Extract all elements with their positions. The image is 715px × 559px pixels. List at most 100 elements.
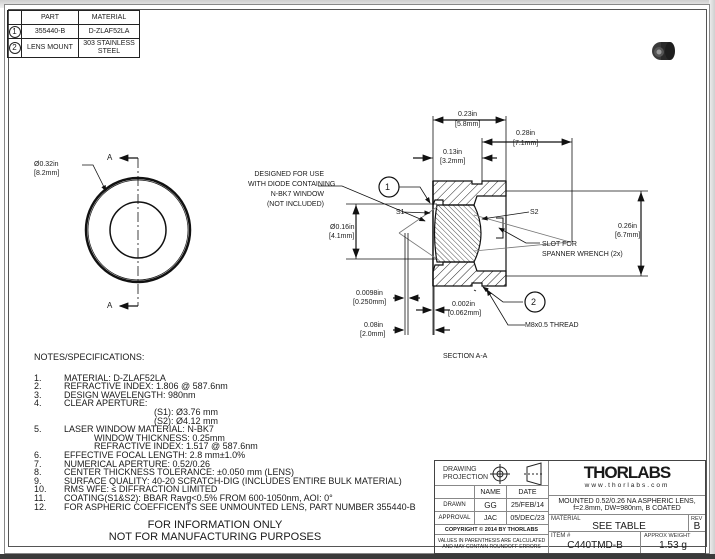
dim-height-in: 0.26in xyxy=(618,223,638,230)
note-number: 6. xyxy=(34,449,42,460)
dim-overall-length-in: 0.23in xyxy=(458,111,478,118)
note-item: REFRACTIVE INDEX: 1.517 @ 587.6nm xyxy=(34,442,416,451)
dim-overall-length-mm: [5.8mm] xyxy=(455,121,481,128)
note-text: (S1): Ø3.76 mm xyxy=(154,406,219,417)
section-mark-top: A xyxy=(107,153,113,162)
note-text: REFRACTIVE INDEX: 1.806 @ 587.6nm xyxy=(64,381,228,392)
balloon-2-label: 2 xyxy=(531,297,537,307)
note-text: COATING(S1&S2): BBAR Ravg<0.5% FROM 600-… xyxy=(64,492,333,503)
note-number: 1. xyxy=(34,372,42,383)
date-header: DATE xyxy=(507,486,549,499)
note-text: WINDOW THICKNESS: 0.25mm xyxy=(94,432,225,443)
note-item: 7.NUMERICAL APERTURE: 0.52/0.26 xyxy=(34,458,416,469)
note-item: 5. LASER WINDOW MATERIAL: N-BK7 xyxy=(34,425,416,434)
slot-note: SLOT FOR SPANNER WRENCH (2x) xyxy=(542,241,623,258)
name-header: NAME xyxy=(475,486,507,499)
note-item: 10. RMS WFE: ≤ DIFFRACTION LIMITED xyxy=(34,485,416,494)
viewer-bottom-bar xyxy=(0,554,715,559)
note-item: 1. MATERIAL: D-ZLAF52LA xyxy=(34,372,416,383)
dim-lens-offset-mm: [3.2mm] xyxy=(440,158,466,165)
note-text: NUMERICAL APERTURE: 0.52/0.26 xyxy=(64,458,211,469)
note-text: LASER WINDOW MATERIAL: N-BK7 xyxy=(64,424,214,435)
item-label: ITEM # xyxy=(551,533,571,539)
notes-list: 1. MATERIAL: D-ZLAF52LA 2. REFRACTIVE INDEX… xyxy=(34,372,416,512)
dim-aperture-in: Ø0.16in xyxy=(330,224,355,231)
weight-value: 1.53 g xyxy=(659,540,687,551)
page-edge-right xyxy=(709,0,715,559)
dim-aperture-mm: [4.1mm] xyxy=(329,233,355,240)
dim-window-in: 0.0098in xyxy=(356,290,383,297)
note-item: 11. COATING(S1&S2): BBAR Ravg<0.5% FROM 6… xyxy=(34,494,416,503)
note-number: 2. xyxy=(34,381,42,392)
parts-table: PART MATERIAL 1 355440-B D-ZLAF52LA 2 LE… xyxy=(7,10,140,58)
section-mark-bottom: A xyxy=(107,301,113,310)
product-thumbnail xyxy=(652,42,675,60)
thread-note: M8x0.5 THREAD xyxy=(525,322,579,329)
weight-label: APPROX WEIGHT xyxy=(644,533,691,539)
section-view xyxy=(318,116,648,335)
note-text: EFFECTIVE FOCAL LENGTH: 2.8 mm±1.0% xyxy=(64,449,246,460)
note-number: 4. xyxy=(34,398,42,409)
note-text: SURFACE QUALITY: 40-20 SCRATCH-DIG (INCL… xyxy=(64,475,402,486)
front-diameter-in: Ø0.32in xyxy=(34,161,59,168)
dim-diode-mm: [2.0mm] xyxy=(360,331,386,338)
front-view xyxy=(82,154,192,310)
note-number: 11. xyxy=(34,492,46,503)
balloon-1-section xyxy=(378,176,400,198)
note-number: 3. xyxy=(34,389,42,400)
drawing-border xyxy=(8,9,707,547)
notes-specifications: NOTES/SPECIFICATIONS: 1.MATERIAL: D-ZLAF… xyxy=(34,353,416,511)
item-number: C440TMD-B xyxy=(567,540,623,551)
note-item: 4. CLEAR APERTURE: xyxy=(34,399,416,408)
note-item: 9. SURFACE QUALITY: 40-20 SCRATCH-DIG (IN… xyxy=(34,475,416,486)
product-description: MOUNTED 0.52/0.26 NA ASPHERIC LENS, f=2.… xyxy=(549,496,705,515)
note-number: 12. xyxy=(34,501,47,512)
note-item: 6. EFFECTIVE FOCAL LENGTH: 2.8 mm±1.0% xyxy=(34,451,416,460)
drawn-date: 25/FEB/14 xyxy=(507,499,549,512)
dim-lens-offset-in: 0.13in xyxy=(443,149,463,156)
balloon-1: 1 xyxy=(8,25,21,38)
surface-s1-label: S1 xyxy=(396,209,405,216)
balloon-2-section xyxy=(524,291,546,313)
dim-working-mm: [7.1mm] xyxy=(513,140,539,147)
note-number xyxy=(34,434,64,443)
rev-value: B xyxy=(693,521,701,532)
note-text: DESIGN WAVELENGTH: 980nm xyxy=(64,389,196,400)
drawn-label: DRAWN xyxy=(435,499,475,512)
note-item: WINDOW THICKNESS: 0.25mm xyxy=(34,432,416,443)
note-item: (S2): Ø4.12 mm xyxy=(34,415,416,426)
front-diameter-mm: [8.2mm] xyxy=(34,170,60,177)
note-item: 2. REFRACTIVE INDEX: 1.806 @ 587.6nm xyxy=(34,382,416,391)
dim-gap-mm: [0.062mm] xyxy=(448,310,482,317)
approval-date: 05/DEC/23 xyxy=(507,512,549,525)
website-link[interactable]: www.thorlabs.com xyxy=(584,482,670,489)
note-number xyxy=(34,408,64,417)
note-number: 10. xyxy=(34,484,47,495)
dim-height-mm: [6.7mm] xyxy=(615,232,641,239)
material-label: MATERIAL xyxy=(551,516,581,522)
thorlabs-logo: THORLABS xyxy=(583,463,671,482)
note-text: MATERIAL: D-ZLAF52LA xyxy=(64,372,166,383)
rev-label: REV xyxy=(691,516,703,522)
balloon-1-label: 1 xyxy=(385,182,391,192)
note-text: RMS WFE: ≤ DIFFRACTION LIMITED xyxy=(64,484,218,495)
dim-window-mm: [0.250mm] xyxy=(353,299,387,306)
dim-working-in: 0.28in xyxy=(516,130,536,137)
section-label: SECTION A-A xyxy=(443,353,488,360)
note-text: CENTER THICKNESS TOLERANCE: ±0.050 mm (L… xyxy=(64,467,294,478)
material-cell: 303 STAINLESS STEEL xyxy=(78,38,140,58)
note-number: 9. xyxy=(34,475,42,486)
note-item: 3. DESIGN WAVELENGTH: 980nm xyxy=(34,389,416,400)
dim-gap-in: 0.002in xyxy=(452,301,475,308)
note-number: 5. xyxy=(34,424,42,435)
balloon-2: 2 xyxy=(8,42,21,54)
drawing-projection-label: DRAWING PROJECTION xyxy=(443,466,489,481)
surface-s2-label: S2 xyxy=(530,209,539,216)
note-item: 12.FOR ASPHERIC COEFFICENTS SEE UNMOUNTE… xyxy=(34,501,416,512)
dim-diode-in: 0.08in xyxy=(364,322,384,329)
note-item: 8.CENTER THICKNESS TOLERANCE: ±0.050 mm … xyxy=(34,468,416,477)
note-text: (S2): Ø4.12 mm xyxy=(154,415,219,426)
note-text: CLEAR APERTURE: xyxy=(64,398,148,409)
rounding-note: VALUES IN PARENTHESIS ARE CALCULATED AND… xyxy=(435,535,549,553)
